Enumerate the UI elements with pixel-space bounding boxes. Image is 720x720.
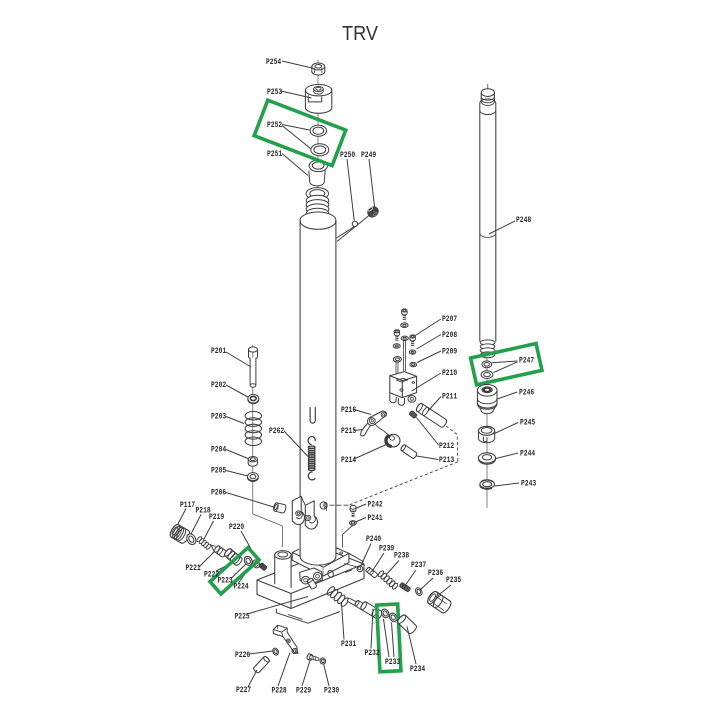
svg-text:P247: P247 [519,357,534,366]
svg-text:P251: P251 [267,150,282,159]
svg-text:P203: P203 [211,413,226,422]
svg-text:P211: P211 [442,393,457,402]
svg-text:P216: P216 [341,406,356,415]
svg-text:P253: P253 [267,88,282,97]
svg-text:P252: P252 [267,121,282,130]
svg-text:P220: P220 [229,523,244,532]
svg-text:P230: P230 [324,687,339,696]
svg-text:P214: P214 [341,456,356,465]
svg-text:P249: P249 [361,151,376,160]
svg-text:P212: P212 [439,442,454,451]
svg-text:P210: P210 [442,369,457,378]
svg-text:P213: P213 [439,456,454,465]
svg-text:P201: P201 [211,347,226,356]
svg-text:P239: P239 [379,545,394,554]
svg-text:P238: P238 [394,552,409,561]
svg-text:P208: P208 [442,331,457,340]
svg-text:P219: P219 [209,513,224,522]
svg-text:P227: P227 [236,686,251,695]
svg-text:P117: P117 [180,501,195,510]
svg-text:TRV: TRV [342,23,379,45]
svg-text:P215: P215 [341,427,356,436]
svg-text:P218: P218 [196,507,211,516]
svg-text:P246: P246 [519,389,534,398]
svg-text:P202: P202 [211,381,226,390]
svg-text:P221: P221 [186,564,201,573]
svg-text:P262: P262 [269,427,284,436]
svg-text:P226: P226 [235,651,250,660]
svg-text:P232: P232 [365,649,380,658]
svg-text:P206: P206 [211,489,226,498]
svg-text:P242: P242 [368,501,383,510]
svg-text:P209: P209 [442,348,457,357]
svg-text:P233: P233 [385,658,400,667]
svg-text:P222: P222 [204,571,219,580]
svg-text:P225: P225 [235,613,250,622]
svg-text:P207: P207 [442,315,457,324]
svg-text:P223: P223 [218,577,233,586]
svg-text:P244: P244 [520,450,535,459]
svg-text:P224: P224 [234,583,249,592]
svg-text:P248: P248 [516,216,531,225]
svg-text:P234: P234 [410,665,425,674]
svg-text:P245: P245 [520,419,535,428]
svg-text:P241: P241 [368,514,383,523]
svg-text:P254: P254 [266,58,281,67]
svg-text:P235: P235 [446,576,461,585]
svg-text:P240: P240 [366,535,381,544]
svg-text:P205: P205 [211,467,226,476]
svg-text:P229: P229 [296,687,311,696]
svg-text:P204: P204 [211,446,226,455]
svg-text:P228: P228 [272,687,287,696]
svg-text:P243: P243 [521,480,536,489]
svg-text:P231: P231 [341,640,356,649]
svg-text:P236: P236 [428,569,443,578]
svg-text:P250: P250 [340,151,355,160]
svg-text:P237: P237 [411,561,426,570]
